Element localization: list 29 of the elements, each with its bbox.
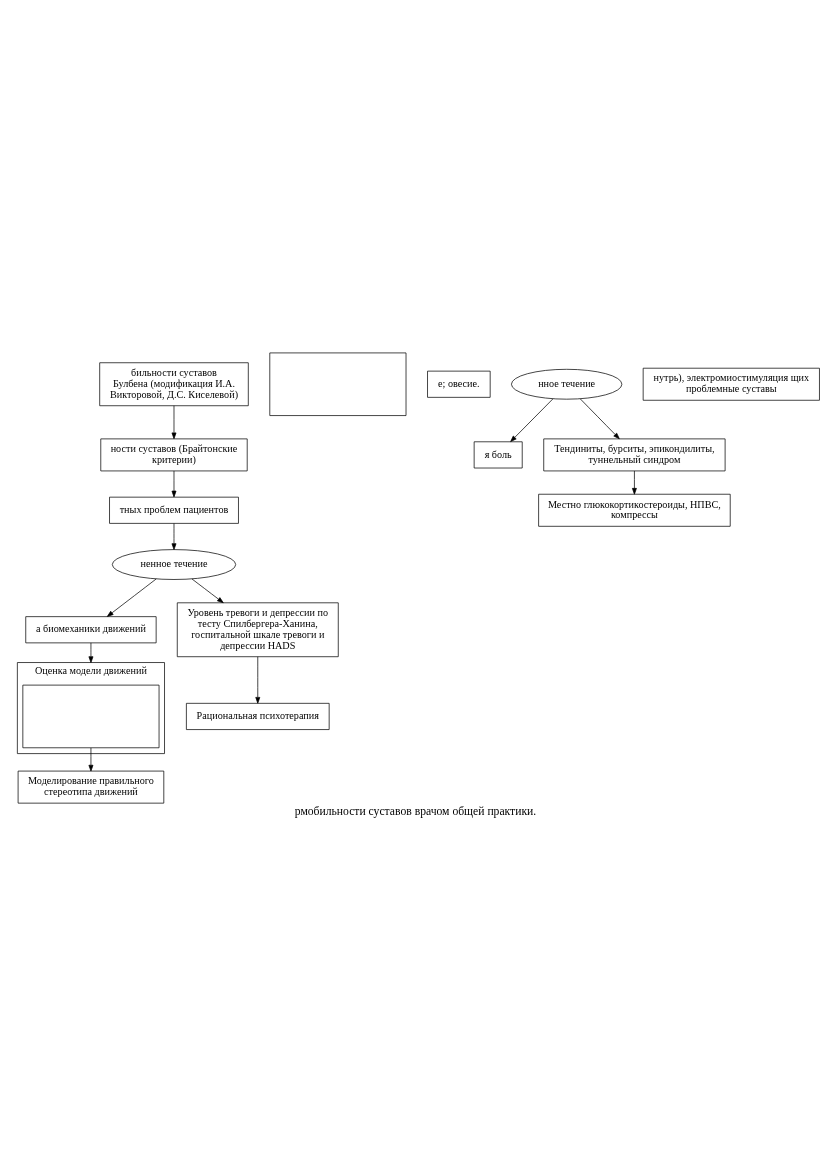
arrow	[88, 747, 94, 771]
cluster: Оценка модели движений	[17, 661, 165, 754]
caption: рмобильности суставов врачом общей практики.	[294, 804, 537, 818]
node-box: Уровень тревоги и депрессии по тесту Спилбергера-Ханина, госпитальной шкале тревоги и депрессии HADS	[176, 601, 339, 657]
node-box: бильности суставов Булбена (модификация И.А. Викторовой, Д.С. Киселевой)	[99, 361, 249, 406]
node-box	[22, 684, 160, 748]
node-box: ности суставов (Брайтонские критерии)	[100, 438, 248, 471]
node-ellipse: нное течение	[511, 368, 623, 400]
node-box: а биомеханики движений	[25, 615, 157, 643]
arrow	[171, 522, 177, 550]
arrow	[106, 578, 157, 617]
arrow	[580, 398, 620, 439]
node-ellipse: ненное течение	[111, 548, 237, 580]
arrow	[88, 642, 94, 663]
node-box: Местно глюкокортикостероиды, НПВС, компрессы	[538, 493, 731, 527]
node-box: е; овесие.	[427, 370, 491, 398]
arrow	[510, 398, 554, 442]
arrow	[171, 470, 177, 497]
arrow	[171, 404, 177, 439]
arrow	[255, 655, 261, 704]
arrow	[191, 578, 224, 603]
node-box: Рациональная психотерапия	[186, 702, 330, 730]
node-box: Моделирование правильного стереотипа движений	[17, 770, 165, 803]
node-box: тных проблем пациентов	[109, 496, 239, 524]
node-box	[269, 352, 407, 416]
node-box: Тендиниты, бурситы, эпикондилиты, туннельный синдром	[543, 438, 726, 471]
node-box: нутрь), электромиостимуляция щих проблемные суставы	[642, 367, 820, 401]
node-box: я боль	[473, 440, 523, 468]
arrow	[632, 470, 637, 495]
